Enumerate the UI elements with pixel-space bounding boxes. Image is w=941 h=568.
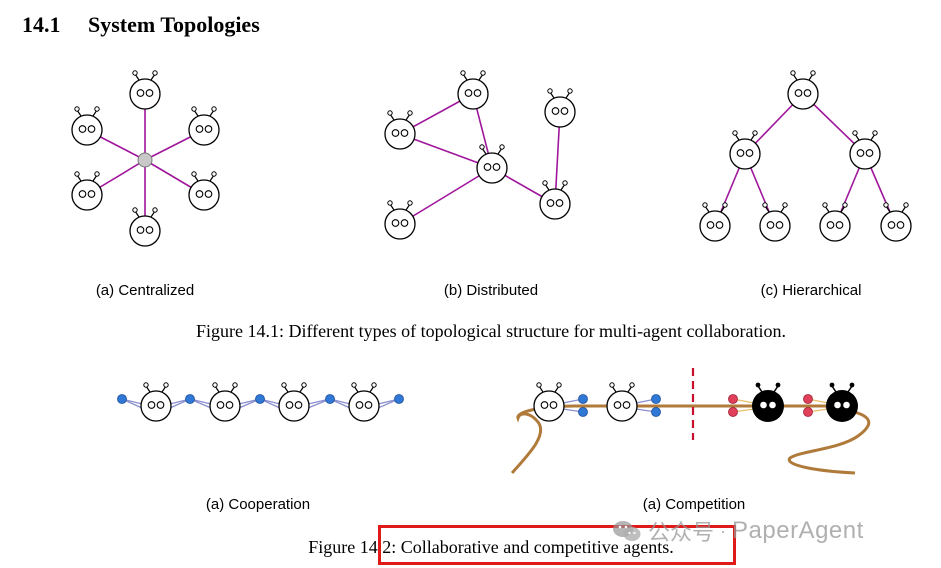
- agent-icon: [278, 382, 310, 422]
- connector-node: [651, 394, 661, 404]
- hierarchical-diagram: [699, 70, 912, 242]
- watermark-brand: 公众号: [648, 520, 715, 545]
- connector-node: [578, 394, 588, 404]
- agent-icon: [140, 382, 172, 422]
- connector-node: [651, 407, 661, 417]
- connector-node: [185, 394, 195, 404]
- centralized-diagram: [71, 70, 220, 247]
- rope: [510, 404, 871, 475]
- panel-label-hierarchical: (c) Hierarchical: [760, 282, 862, 299]
- distributed-diagram: [384, 70, 576, 240]
- panel-label-cooperation: (a) Cooperation: [205, 496, 311, 513]
- hub-node: [137, 152, 153, 168]
- agent-icon: [457, 70, 489, 110]
- connector-node: [728, 394, 738, 404]
- panel-label-centralized: (a) Centralized: [95, 282, 195, 299]
- connector-node: [803, 407, 813, 417]
- agent-icon: [71, 106, 103, 146]
- figure-14-2-caption: Figure 14.2: Collaborative and competiti…: [308, 537, 674, 557]
- connector-node: [578, 407, 588, 417]
- wechat-logo-icon: [613, 521, 641, 541]
- watermark-name: PaperAgent: [732, 517, 864, 544]
- panel-label-competition: (a) Competition: [642, 496, 746, 513]
- connector-node: [728, 407, 738, 417]
- connector-node: [803, 394, 813, 404]
- agent-icon: [606, 382, 638, 422]
- agent-icon: [699, 202, 731, 242]
- cooperation-diagram: [117, 382, 404, 422]
- agent-icon: [476, 144, 508, 184]
- agent-icon: [209, 382, 241, 422]
- connector-node: [394, 394, 404, 404]
- agent-icon: [539, 180, 571, 220]
- section-number: 14.1: [22, 12, 61, 37]
- agent-icon: [384, 110, 416, 150]
- agent-icon: [384, 200, 416, 240]
- agent-icon: [759, 202, 791, 242]
- panel-label-distributed: (b) Distributed: [443, 282, 539, 299]
- competition-diagram: [510, 368, 871, 475]
- agent-icon: [729, 130, 761, 170]
- agent-icon: [188, 106, 220, 146]
- agent-icon: [348, 382, 380, 422]
- agent-icon: [544, 88, 576, 128]
- highlight-box: [378, 525, 736, 565]
- agent-dark-icon: [825, 381, 859, 423]
- connector-node: [325, 394, 335, 404]
- agent-icon: [71, 171, 103, 211]
- watermark-separator: ·: [720, 520, 727, 541]
- figure-14-1-caption: Figure 14.1: Different types of topologi…: [195, 321, 787, 341]
- agent-icon: [880, 202, 912, 242]
- agent-icon: [533, 382, 565, 422]
- connector-node: [255, 394, 265, 404]
- watermark: 公众号 · PaperAgent: [612, 515, 864, 547]
- agent-dark-icon: [751, 381, 785, 423]
- connector-node: [117, 394, 127, 404]
- agent-icon: [849, 130, 881, 170]
- agent-icon: [188, 171, 220, 211]
- agent-icon: [129, 70, 161, 110]
- agent-icon: [787, 70, 819, 110]
- section-title: System Topologies: [88, 12, 260, 37]
- agent-icon: [819, 202, 851, 242]
